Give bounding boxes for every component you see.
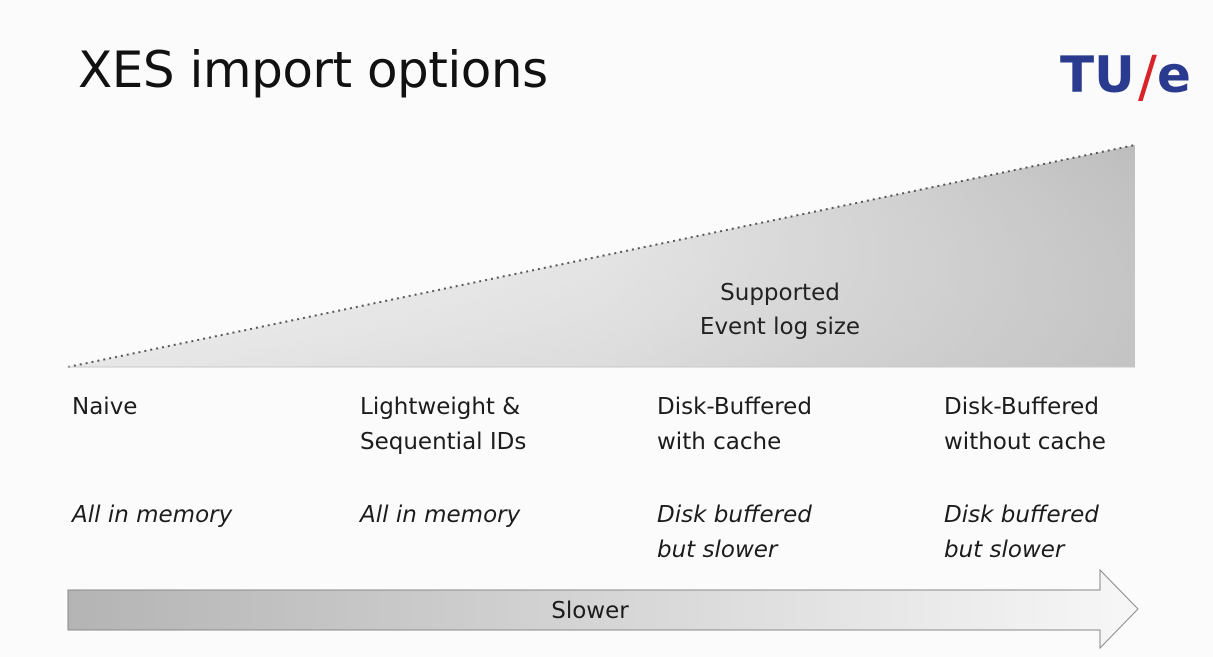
option-disk-buffered-no-cache: Disk-Buffered without cache xyxy=(944,390,1184,460)
option-name-line: Lightweight & xyxy=(360,394,521,420)
option-name-line: Naive xyxy=(72,394,138,420)
mode-line: All in memory xyxy=(360,502,521,528)
option-disk-buffered-cache: Disk-Buffered with cache xyxy=(657,390,897,460)
mode-naive: All in memory xyxy=(72,498,312,533)
logo-text-e: e xyxy=(1157,46,1191,104)
mode-lightweight: All in memory xyxy=(360,498,600,533)
option-name-line: without cache xyxy=(944,429,1106,455)
slower-arrow-label: Slower xyxy=(551,598,629,624)
slide-title: XES import options xyxy=(78,41,548,99)
option-lightweight: Lightweight & Sequential IDs xyxy=(360,390,600,460)
option-name-line: with cache xyxy=(657,429,782,455)
mode-line: but slower xyxy=(944,537,1065,563)
mode-line: All in memory xyxy=(72,502,233,528)
slower-arrow xyxy=(67,568,1139,650)
option-name-line: Disk-Buffered xyxy=(944,394,1099,420)
mode-disk-buffered-cache: Disk buffered but slower xyxy=(657,498,897,568)
triangle-label-line2: Event log size xyxy=(699,314,861,340)
mode-line: Disk buffered xyxy=(944,502,1099,528)
triangle-label: Supported Event log size xyxy=(680,276,880,344)
option-naive: Naive xyxy=(72,390,312,425)
tue-logo: TU / e xyxy=(1060,45,1191,110)
option-name-line: Disk-Buffered xyxy=(657,394,812,420)
triangle-label-line1: Supported xyxy=(720,280,840,306)
logo-text-tu: TU xyxy=(1060,46,1135,104)
option-name-line: Sequential IDs xyxy=(360,429,527,455)
triangle-dotted-edge xyxy=(67,144,1136,368)
mode-line: but slower xyxy=(657,537,778,563)
mode-line: Disk buffered xyxy=(657,502,812,528)
mode-disk-buffered-no-cache: Disk buffered but slower xyxy=(944,498,1184,568)
logo-slash: / xyxy=(1138,45,1157,110)
